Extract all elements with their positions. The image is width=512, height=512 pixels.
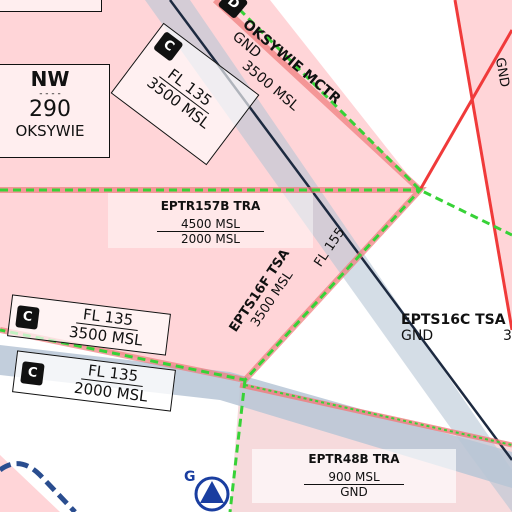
bottom-left-area: [0, 455, 60, 512]
eptr157b-upper: 4500 MSL: [156, 217, 264, 232]
nw-value: 290: [29, 97, 71, 122]
nw-name: OKSYWIE: [15, 122, 85, 140]
eptr157b-name: EPTR157B TRA: [160, 199, 261, 213]
eptr157b-label[interactable]: EPTR157B TRA 4500 MSL 2000 MSL: [108, 193, 313, 248]
eptr48b-upper: 900 MSL: [304, 470, 404, 485]
beacon-g: G: [184, 469, 196, 485]
navaid-ring: [194, 476, 230, 512]
red-boundary-2: [212, 0, 423, 193]
nw-dashes: - - - -: [39, 89, 61, 99]
epts16c-label: EPTS16C TSA GND 3: [401, 312, 512, 344]
eptr48b-name: EPTR48B TRA: [308, 452, 400, 466]
beacon-letter: G: [184, 469, 196, 485]
eptr48b-lower: GND: [340, 485, 368, 499]
navy-dash-boundary: [0, 461, 77, 512]
red-boundary-3: [453, 0, 512, 331]
class-c-badge-1: C: [152, 30, 184, 62]
green-dash-3: [228, 379, 247, 512]
epts16c-name: EPTS16C TSA: [401, 312, 506, 328]
route-corridor: [145, 0, 512, 512]
red-boundary-4: [418, 29, 512, 191]
class-c-badge-3: C: [20, 361, 45, 386]
nw-title: NW: [30, 67, 70, 91]
epts16c-lower: GND: [401, 328, 434, 344]
eptr48b-label[interactable]: EPTR48B TRA 900 MSL GND: [252, 449, 456, 503]
top-cut-box: [0, 0, 102, 12]
green-dash-1: [0, 188, 424, 382]
epts16c-cut: 3: [503, 328, 512, 344]
green-dash-4: [244, 384, 512, 446]
class-c-badge-2: C: [15, 305, 40, 330]
eptr157b-lower: 2000 MSL: [180, 232, 240, 246]
navaid-triangle-icon[interactable]: [200, 481, 224, 503]
nw-reporting-box[interactable]: NW - - - - 290 OKSYWIE: [0, 64, 110, 158]
